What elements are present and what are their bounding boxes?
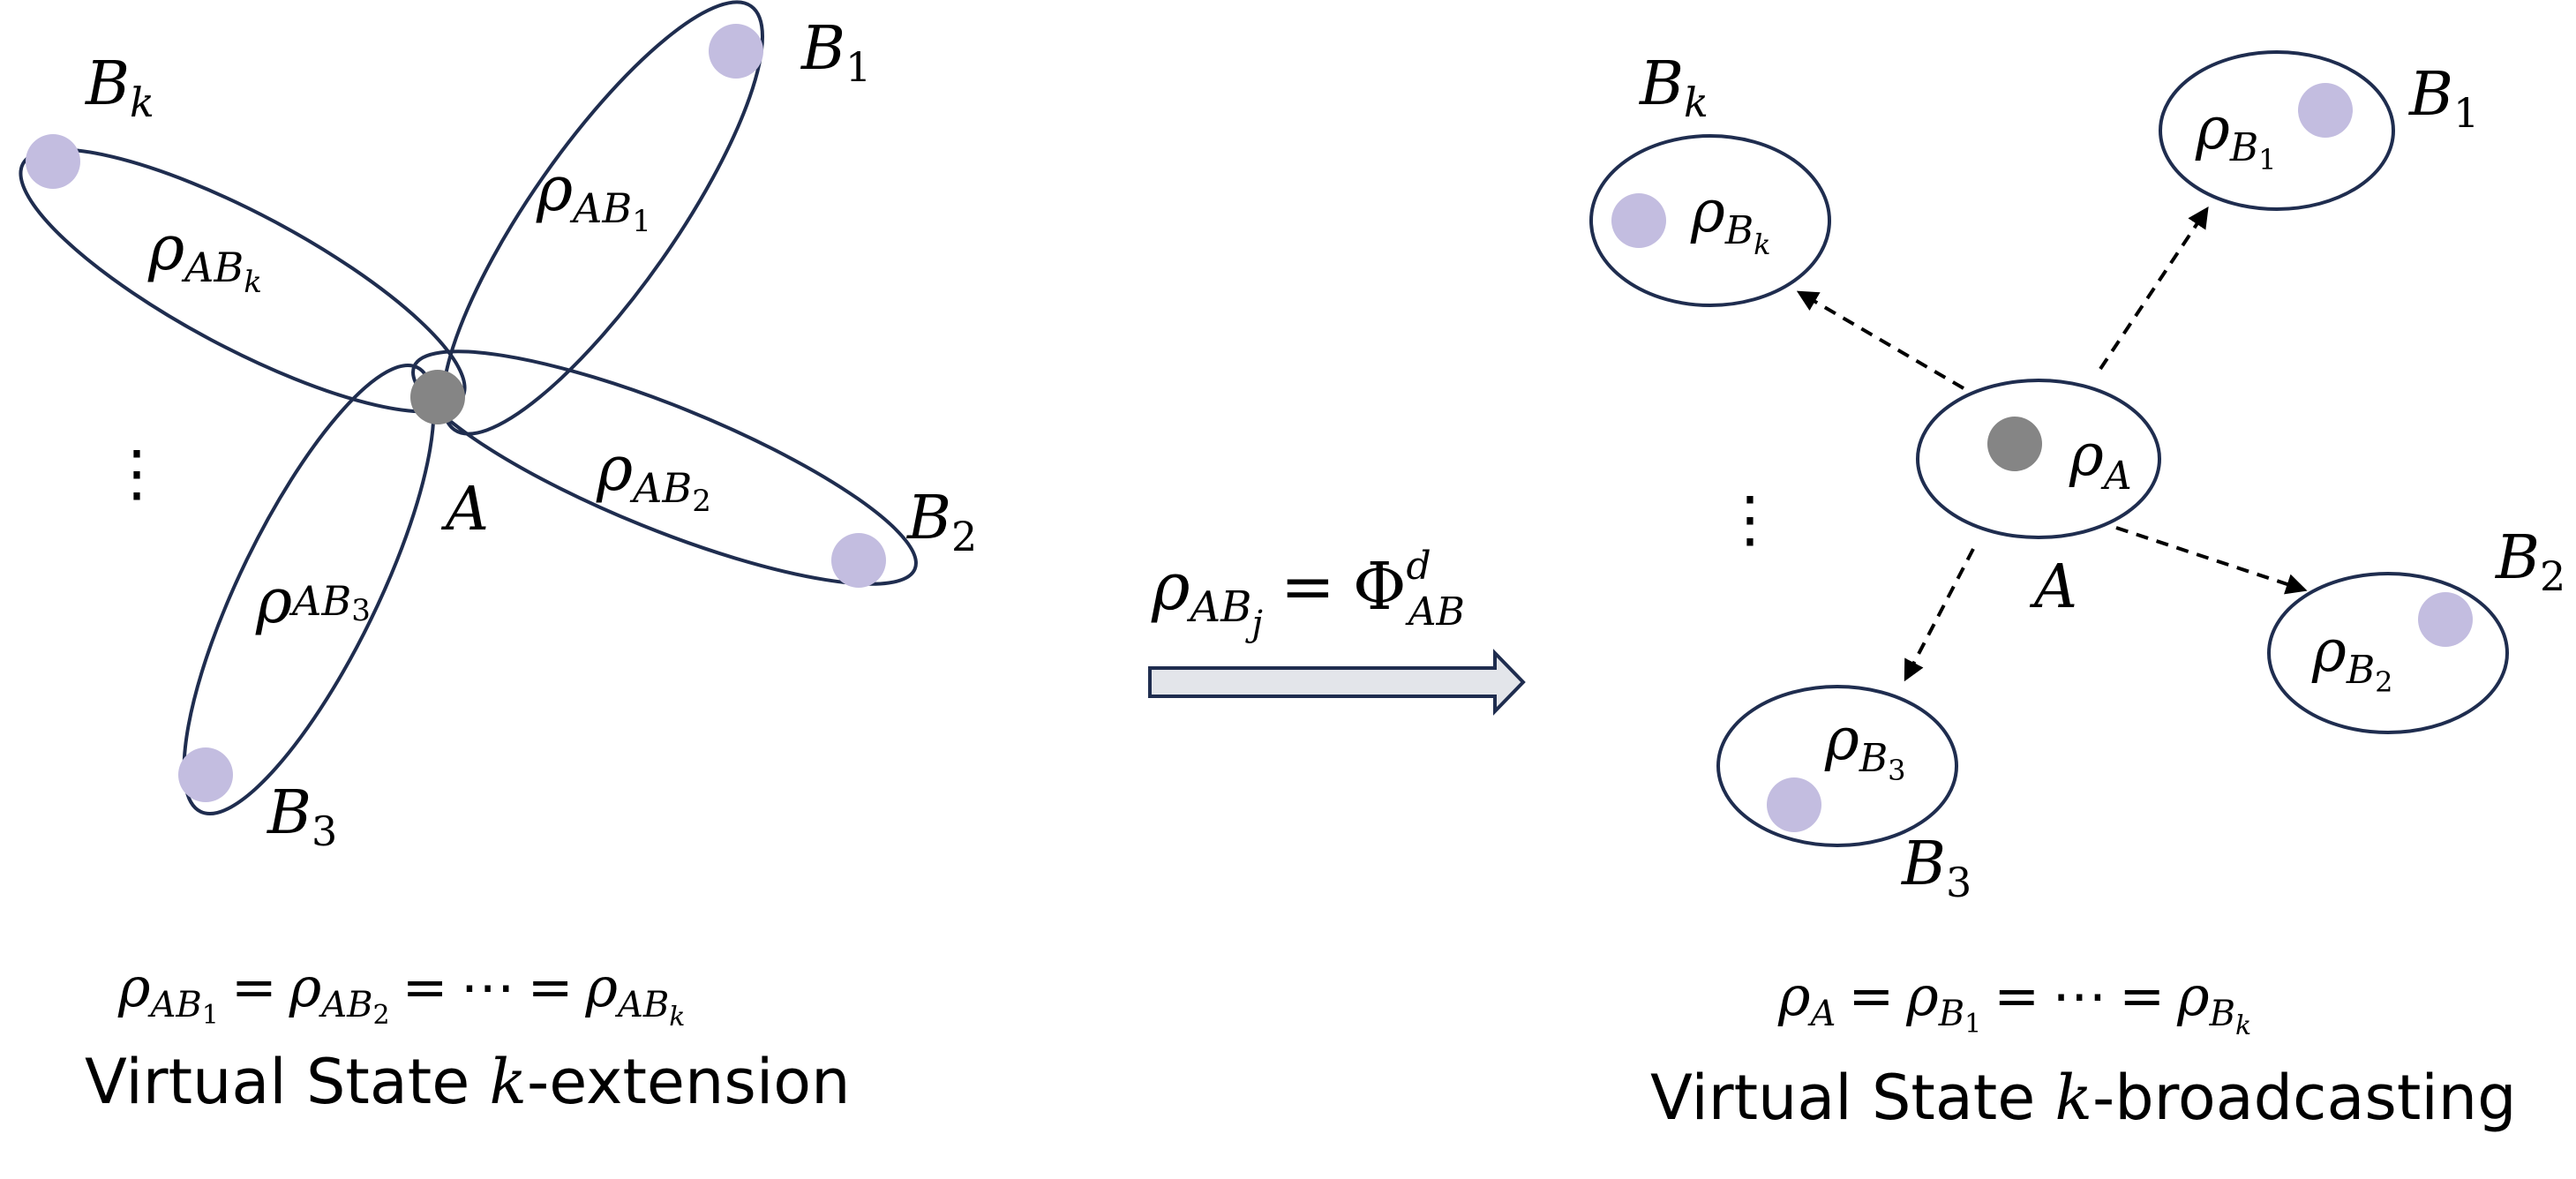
subsystem-a-dot	[410, 370, 465, 424]
subsystem-b3-dot	[178, 747, 233, 802]
arrow-to-b1	[2099, 207, 2209, 371]
extension-equation: ρAB1=ρAB2=⋯=ρABk	[117, 955, 685, 1033]
ellipse-b2	[2267, 572, 2509, 734]
subsystem-b1-dot	[2298, 83, 2353, 138]
vertical-ellipsis: ⋮	[106, 437, 168, 509]
rho-ab3-label: ρAB3	[255, 565, 371, 637]
arrow-to-b2	[2115, 526, 2308, 595]
label-bk: Bk	[1638, 49, 1709, 126]
label-a: A	[440, 475, 489, 544]
rho-ab2-label: ρAB2	[596, 432, 711, 519]
label-a: A	[2029, 552, 2077, 622]
subsystem-b2-dot	[831, 533, 886, 588]
broadcasting-diagram: ρB1 ρBk ρA ρB2 ρB3 B1 Bk B2 B3 A ⋮ ρA=ρB…	[1589, 49, 2565, 1134]
ellipse-a	[1916, 379, 2161, 539]
subsystem-a-dot	[1987, 417, 2042, 471]
rho-abk-label: ρABk	[147, 212, 262, 300]
extension-caption: Virtual State k-extension	[85, 1046, 850, 1118]
broadcasting-equation: ρA=ρB1=⋯=ρBk	[1777, 964, 2251, 1041]
ellipse-ab3	[182, 364, 436, 815]
label-b1: B1	[2407, 60, 2479, 137]
block-arrow	[1148, 649, 1526, 716]
subsystem-b3-dot	[1767, 777, 1821, 832]
rho-b2-label: ρB2	[2311, 617, 2393, 699]
label-b2: B2	[905, 484, 977, 560]
extension-diagram: B1 Bk B2 B3 A ⋮ ρAB1 ρABk ρAB2 ρAB3 ρAB1…	[19, 0, 977, 1118]
vertical-ellipsis: ⋮	[1719, 483, 1781, 555]
arrow-to-bk	[1796, 290, 1965, 390]
ellipse-bk	[1589, 134, 1831, 307]
label-b3: B3	[1900, 830, 1971, 906]
rho-bk-label: ρBk	[1690, 177, 1771, 261]
ellipse-ab1	[441, 0, 764, 436]
subsystem-b2-dot	[2418, 592, 2473, 647]
subsystem-bk-dot	[26, 134, 80, 189]
rho-a-label: ρA	[2069, 421, 2132, 499]
rho-b3-label: ρB3	[1824, 705, 1906, 787]
rho-ab1-label: ρAB1	[536, 153, 651, 239]
label-b1: B1	[800, 14, 871, 91]
subsystem-b1-dot	[709, 24, 763, 79]
label-b3: B3	[266, 778, 337, 855]
label-bk: Bk	[84, 49, 154, 126]
subsystem-bk-dot	[1611, 193, 1666, 248]
label-b2: B2	[2494, 523, 2565, 600]
rho-b1-label: ρB1	[2195, 94, 2277, 176]
arrow-to-b3	[1904, 548, 1975, 682]
broadcasting-caption: Virtual State k-broadcasting	[1650, 1062, 2517, 1134]
